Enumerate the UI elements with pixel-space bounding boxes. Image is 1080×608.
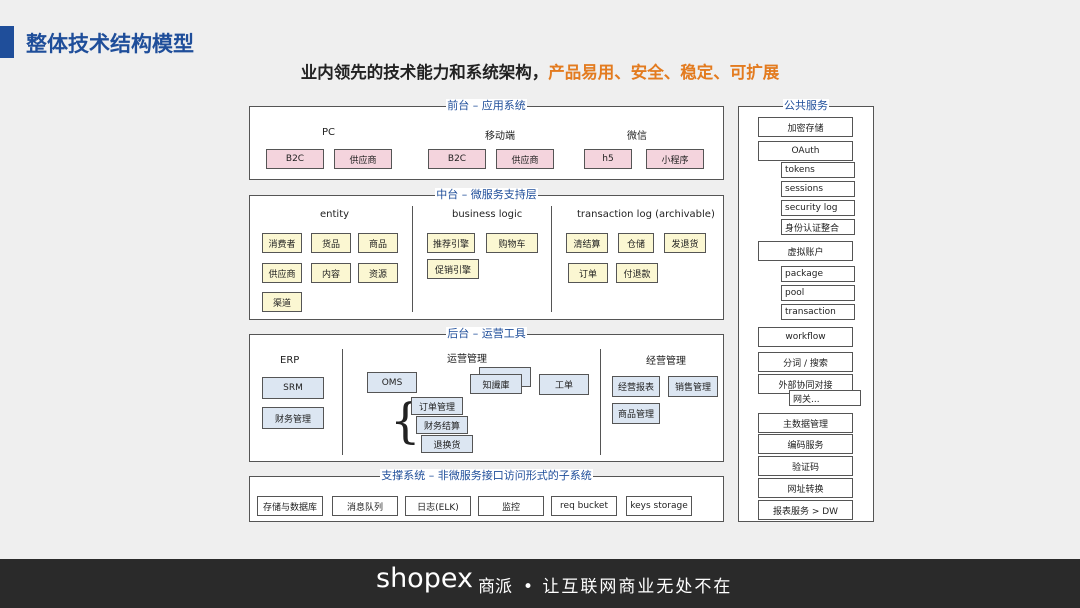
back-divider-2 [600, 349, 601, 455]
tlog-payment-refund: 付退款 [616, 263, 658, 283]
back-biz-label: 经营管理 [646, 356, 686, 367]
front-pc-label: PC [322, 127, 336, 138]
front-wechat-h5: h5 [584, 149, 632, 169]
public-panel-title: 公共服务 [783, 99, 829, 112]
tlog-order: 订单 [568, 263, 608, 283]
ops-oms: OMS [367, 372, 417, 393]
public-report-dw: 报表服务 > DW [758, 500, 853, 520]
public-encrypted-storage: 加密存储 [758, 117, 853, 137]
tlog-warehouse: 仓储 [618, 233, 654, 253]
support-keys-storage: keys storage [626, 496, 692, 516]
vaccount-pool: pool [781, 285, 855, 301]
page-subtitle: 业内领先的技术能力和系统架构，产品易用、安全、稳定、可扩展 [0, 59, 1080, 83]
support-storage-db: 存储与数据库 [257, 496, 323, 516]
public-tokenize-search: 分词 / 搜索 [758, 352, 853, 372]
public-gateway: 网关... [789, 390, 861, 406]
public-coding-service: 编码服务 [758, 434, 853, 454]
public-oauth: OAuth [758, 141, 853, 161]
front-mobile-supplier: 供应商 [496, 149, 554, 169]
middle-divider-1 [412, 206, 413, 312]
public-panel: 公共服务 加密存储 OAuth tokens sessions security… [738, 99, 874, 522]
public-url-conversion: 网址转换 [758, 478, 853, 498]
back-divider-1 [342, 349, 343, 455]
logic-cart: 购物车 [486, 233, 538, 253]
shopex-logo-cn: 商派 [478, 577, 512, 597]
page-title: 整体技术结构模型 [26, 32, 194, 56]
middle-panel: 中台 – 微服务支持层 entity 消费者 货品 商品 供应商 内容 资源 渠… [249, 188, 724, 320]
support-message-queue: 消息队列 [332, 496, 398, 516]
vaccount-transaction: transaction [781, 304, 855, 320]
entity-consumer: 消费者 [262, 233, 302, 253]
title-accent-bar [0, 26, 14, 58]
oauth-security-log: security log [781, 200, 855, 216]
oauth-tokens: tokens [781, 162, 855, 178]
public-master-data: 主数据管理 [758, 413, 853, 433]
entity-resource: 资源 [358, 263, 398, 283]
middle-logic-label: business logic [452, 209, 523, 220]
entity-product: 商品 [358, 233, 398, 253]
middle-panel-title: 中台 – 微服务支持层 [435, 188, 538, 201]
entity-supplier: 供应商 [262, 263, 302, 283]
front-panel: 前台 – 应用系统 PC B2C 供应商 移动端 B2C 供应商 微信 h5 小… [249, 99, 724, 180]
erp-srm: SRM [262, 377, 324, 399]
ops-knowledge-base: 知識庫 [470, 374, 522, 394]
public-captcha: 验证码 [758, 456, 853, 476]
subtitle-highlight: 产品易用、安全、稳定、可扩展 [548, 63, 780, 82]
public-workflow: workflow [758, 327, 853, 347]
support-panel: 支撑系统 – 非微服务接口访问形式的子系统 存储与数据库 消息队列 日志(ELK… [249, 469, 724, 522]
middle-tlog-label: transaction log (archivable) [577, 209, 715, 220]
tlog-settlement: 清结算 [566, 233, 608, 253]
oauth-sessions: sessions [781, 181, 855, 197]
ops-order-management: 订单管理 [411, 397, 463, 415]
biz-report: 经营报表 [612, 376, 660, 397]
entity-content: 内容 [311, 263, 351, 283]
public-virtual-account: 虚拟账户 [758, 241, 853, 261]
back-panel: 后台 – 运营工具 ERP SRM 财务管理 运营管理 OMS 知識庫 工单 {… [249, 327, 724, 462]
logic-recommend-engine: 推荐引擎 [427, 233, 475, 253]
ops-returns-exchange: 退换货 [421, 435, 473, 453]
entity-channel: 渠道 [262, 292, 302, 312]
biz-product: 商品管理 [612, 403, 660, 424]
oauth-identity-integration: 身份认证整合 [781, 219, 855, 235]
back-ops-label: 运营管理 [447, 354, 487, 365]
erp-finance: 财务管理 [262, 407, 324, 429]
footer-slogan: • 让互联网商业无处不在 [523, 577, 733, 597]
logic-promotion-engine: 促销引擎 [427, 259, 479, 279]
ops-ticket: 工单 [539, 374, 589, 395]
tlog-shipping-returns: 发退货 [664, 233, 706, 253]
back-panel-title: 后台 – 运营工具 [446, 327, 527, 340]
front-pc-b2c: B2C [266, 149, 324, 169]
front-pc-supplier: 供应商 [334, 149, 392, 169]
middle-entity-label: entity [320, 209, 350, 220]
support-panel-title: 支撑系统 – 非微服务接口访问形式的子系统 [380, 469, 593, 482]
back-erp-label: ERP [280, 355, 300, 366]
support-monitoring: 监控 [478, 496, 544, 516]
ops-finance-settlement: 财务结算 [416, 416, 468, 434]
front-panel-title: 前台 – 应用系统 [446, 99, 527, 112]
front-wechat-label: 微信 [627, 131, 647, 142]
vaccount-package: package [781, 266, 855, 282]
support-logs-elk: 日志(ELK) [405, 496, 471, 516]
shopex-logo: shopex [376, 563, 473, 594]
footer-bar [0, 559, 1080, 608]
support-req-bucket: req bucket [551, 496, 617, 516]
front-wechat-miniprogram: 小程序 [646, 149, 704, 169]
front-mobile-b2c: B2C [428, 149, 486, 169]
biz-sales: 销售管理 [668, 376, 718, 397]
entity-goods: 货品 [311, 233, 351, 253]
subtitle-main: 业内领先的技术能力和系统架构， [300, 63, 549, 82]
middle-divider-2 [551, 206, 552, 312]
front-mobile-label: 移动端 [485, 131, 515, 142]
